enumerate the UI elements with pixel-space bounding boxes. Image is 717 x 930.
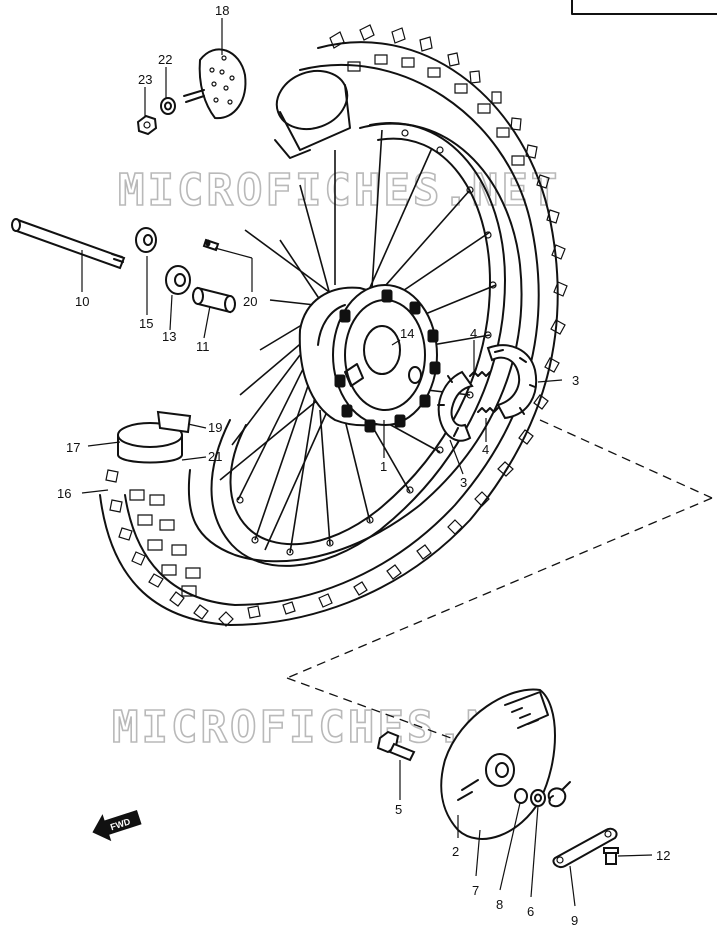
rim-lock (183, 48, 247, 120)
brake-cam-bolt (376, 730, 416, 762)
callout-4b: 4 (482, 442, 489, 457)
callout-16: 16 (57, 486, 71, 501)
spacer (165, 265, 191, 295)
callout-21: 18 (215, 3, 229, 18)
callout-20: 20 (243, 294, 257, 309)
rim-lock-nut (136, 114, 158, 136)
brake-lever (552, 827, 618, 868)
callout-11: 10 (75, 294, 89, 309)
spoke-nipple (202, 238, 220, 252)
callout-17: 17 (66, 440, 80, 455)
hub-spacer (192, 286, 236, 314)
lever-bolt (603, 847, 619, 865)
brake-springs (469, 371, 499, 413)
callout-2: 2 (452, 844, 459, 859)
callout-18: 19 (208, 420, 222, 435)
assembly-line-diagonal (286, 497, 713, 679)
callout-3b: 3 (460, 475, 467, 490)
rim-band-top (274, 69, 351, 159)
callout-10: 12 (656, 848, 670, 863)
callout-22: 22 (158, 52, 172, 67)
callout-14: 14 (400, 326, 414, 341)
callout-12: 11 (196, 339, 210, 354)
assembly-line-lower (286, 677, 471, 746)
callout-8: 8 (496, 897, 503, 912)
brake-panel (440, 688, 556, 840)
callout-23: 23 (138, 72, 152, 87)
brake-shoes (437, 344, 538, 442)
cam-washer (514, 788, 528, 804)
callout-5: 5 (395, 802, 402, 817)
callout-9: 9 (571, 913, 578, 928)
callout-6: 6 (527, 904, 534, 919)
rim (210, 122, 506, 567)
frame-corner (571, 0, 717, 15)
cam-seal (530, 789, 546, 807)
hub (298, 284, 441, 433)
return-spring (547, 781, 571, 808)
callout-7: 7 (472, 883, 479, 898)
callout-4a: 4 (470, 326, 477, 341)
callout-1: 1 (380, 459, 387, 474)
leader-lines (81, 18, 653, 907)
axle (11, 218, 126, 270)
callout-labels: 18 22 23 10 15 13 11 20 14 4 3 4 3 1 17 … (57, 3, 670, 928)
direction-arrow-icon: FWD (92, 809, 142, 842)
callout-19: 21 (208, 449, 222, 464)
axle-washer (135, 227, 157, 253)
assembly-line-right (539, 419, 713, 499)
tube (117, 410, 192, 464)
callout-13: 13 (162, 329, 176, 344)
callout-15: 15 (139, 316, 153, 331)
tire (99, 24, 568, 627)
callout-3a: 3 (572, 373, 579, 388)
rim-lock-washer (160, 97, 176, 115)
